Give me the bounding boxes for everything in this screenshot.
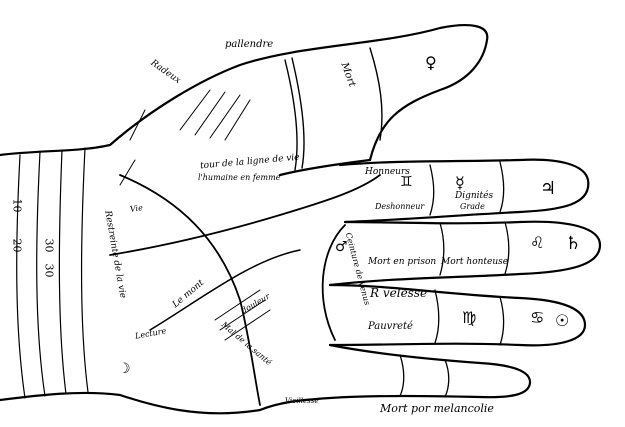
moon-symbol: ☽ [118, 361, 131, 377]
saturn-symbol: ♄ [565, 233, 582, 254]
gemini-symbol: ♊ [400, 174, 413, 190]
leo-symbol: ♌ [530, 233, 545, 252]
label-pallendre: pallendre [225, 39, 274, 50]
virgo-symbol: ♍ [462, 308, 477, 327]
label-grade: Grade [460, 202, 485, 211]
label-honneurs: Honneurs [365, 167, 410, 177]
mercury-symbol: ☿ [455, 173, 465, 192]
label-mort-en-prison: Mort en prison [368, 257, 437, 267]
label-pauvrete: Pauvreté [368, 321, 413, 332]
cancer-symbol: ♋ [530, 308, 545, 327]
jupiter-symbol: ♃ [540, 178, 557, 199]
label-humaine: l'humaine en femme [198, 173, 281, 182]
label-mort-por-melancolie: Mort por melancolie [380, 402, 494, 415]
age-mark-30: 30 [42, 238, 56, 253]
label-deshonneur: Deshonneur [375, 202, 425, 211]
label-dignites: Dignités [455, 191, 494, 201]
label-vieillesse: Vieillesse [285, 397, 319, 405]
label-richesse: R velesse [370, 286, 428, 300]
mars-symbol: ♂ [335, 239, 348, 255]
venus-symbol: ♀ [425, 53, 437, 72]
age-mark-10: 10 [10, 198, 24, 213]
label-mort-honteuse: Mort honteuse [441, 257, 509, 267]
age-mark-30b: 30 [42, 263, 56, 278]
sun-symbol: ☉ [555, 311, 570, 330]
age-mark-20: 20 [10, 238, 24, 253]
